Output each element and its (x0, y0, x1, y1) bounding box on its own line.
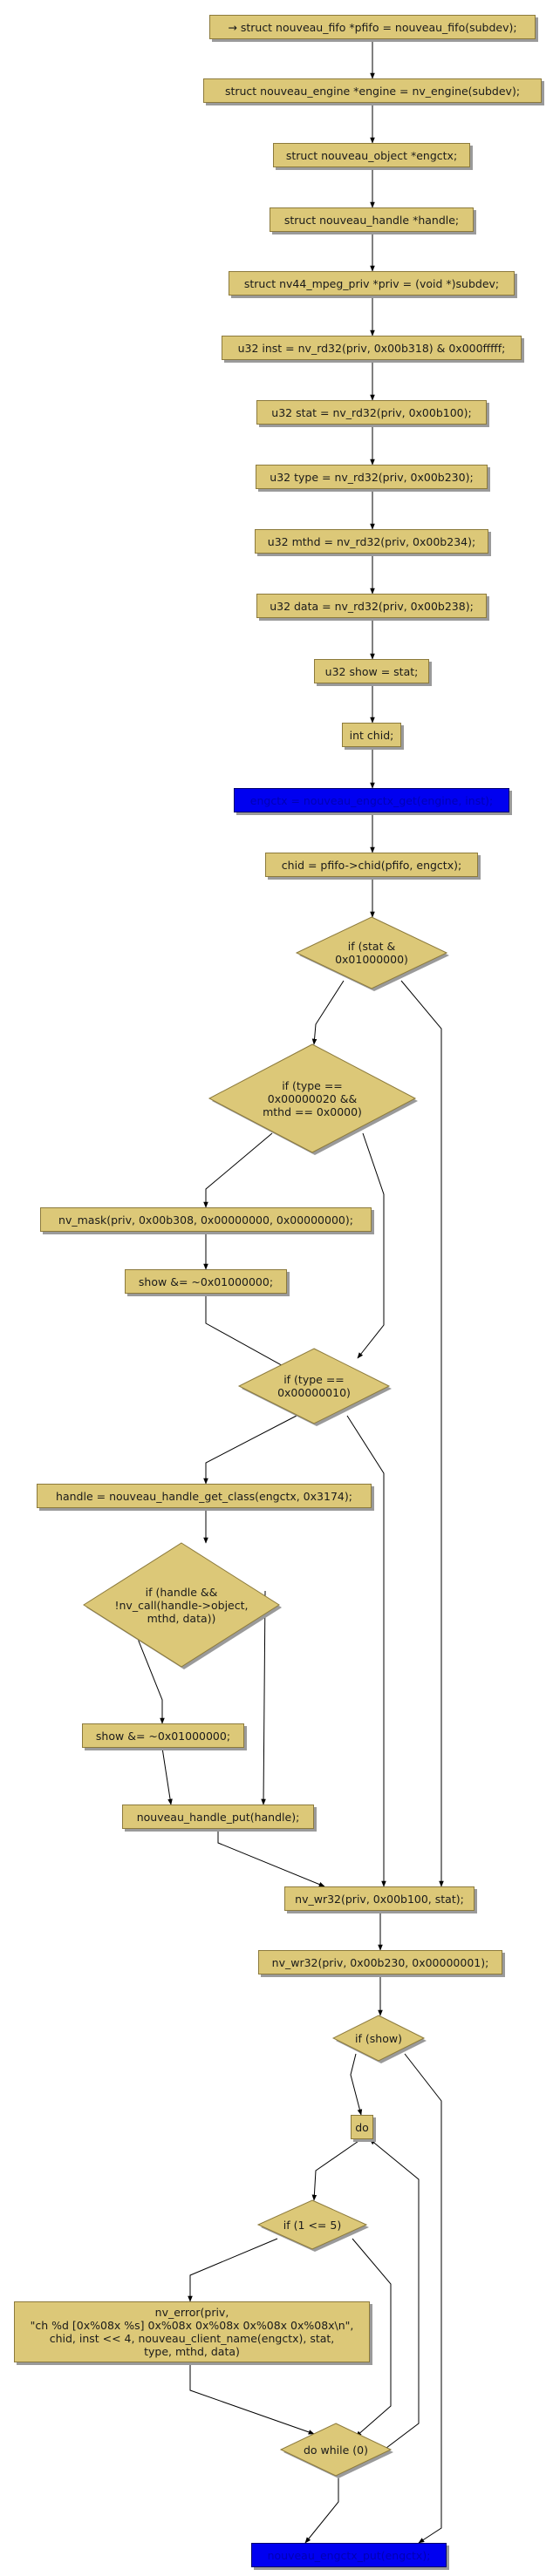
edge-14-15 (311, 980, 345, 1045)
edge-27-28 (188, 2238, 278, 2302)
node-data-read: u32 data = nv_rd32(priv, 0x00b238); (256, 594, 487, 618)
node-wr32-stat: nv_wr32(priv, 0x00b100, stat); (284, 1886, 474, 1911)
node-wr32-ack: nv_wr32(priv, 0x00b230, 0x00000001); (258, 1950, 502, 1974)
node-handle-put: nouveau_handle_put(handle); (122, 1805, 314, 1829)
edge-26-27 (311, 2138, 362, 2201)
diamond-do-while (279, 2423, 393, 2477)
edge-28-29 (189, 2362, 315, 2435)
edge-21-22 (161, 1747, 173, 1805)
diamond-loop-condition (256, 2199, 368, 2250)
node-type-read: u32 type = nv_rd32(priv, 0x00b230); (256, 465, 488, 489)
edge-25-26 (350, 2053, 363, 2116)
edge-20-21 (132, 1625, 165, 1724)
edge-15-16 (203, 1132, 273, 1208)
edge-17-18 (205, 1294, 289, 1370)
edge-18-23 (346, 1415, 386, 1887)
edge-22-23 (217, 1829, 325, 1887)
edge-18-19 (203, 1415, 297, 1485)
node-chid-assign: chid = pfifo->chid(pfifo, engctx); (265, 853, 478, 877)
node-show-init: u32 show = stat; (314, 659, 429, 683)
node-handle-decl: struct nouveau_handle *handle; (270, 207, 474, 232)
edge-20-22 (261, 1590, 266, 1805)
node-stat-read: u32 stat = nv_rd32(priv, 0x00b100); (256, 400, 487, 425)
diamond-type-20-check (208, 1043, 417, 1153)
node-nv-error: nv_error(priv, "ch %d [0x%08x %s] 0x%08x… (14, 2301, 370, 2362)
diamond-show (331, 2015, 426, 2062)
node-engctx-decl: struct nouveau_object *engctx; (273, 143, 470, 167)
node-nv-mask: nv_mask(priv, 0x00b308, 0x00000000, 0x00… (40, 1207, 372, 1232)
node-show-clear-1: show &= ~0x01000000; (125, 1269, 287, 1294)
diamond-type-10-check (237, 1348, 391, 1424)
edge-27-29 (352, 2238, 392, 2437)
node-engine-init: struct nouveau_engine *engine = nv_engin… (203, 78, 542, 103)
node-engctx-put: nouveau_engctx_put(engctx); (251, 2543, 447, 2567)
edge-15-18 (357, 1132, 385, 1359)
diamond-handle-call (83, 1542, 280, 1668)
edge-29-30 (304, 2469, 339, 2544)
edge-14-23 (400, 980, 444, 1887)
node-chid-decl: int chid; (342, 723, 401, 747)
node-mthd-read: u32 mthd = nv_rd32(priv, 0x00b234); (255, 529, 488, 554)
diamond-stat-check (295, 916, 448, 989)
node-engctx-get: engctx = nouveau_engctx_get(engine, inst… (234, 788, 509, 812)
node-inst-read: u32 inst = nv_rd32(priv, 0x00b318) & 0x0… (222, 336, 522, 360)
edge-29-26 (360, 2138, 420, 2468)
edge-25-30 (404, 2053, 442, 2544)
node-priv-init: struct nv44_mpeg_priv *priv = (void *)su… (229, 271, 515, 296)
node-pfifo-init: → struct nouveau_fifo *pfifo = nouveau_f… (209, 15, 536, 39)
node-handle-get: handle = nouveau_handle_get_class(engctx… (37, 1484, 372, 1508)
node-show-clear-2: show &= ~0x01000000; (82, 1723, 244, 1748)
node-do: do (351, 2115, 373, 2139)
